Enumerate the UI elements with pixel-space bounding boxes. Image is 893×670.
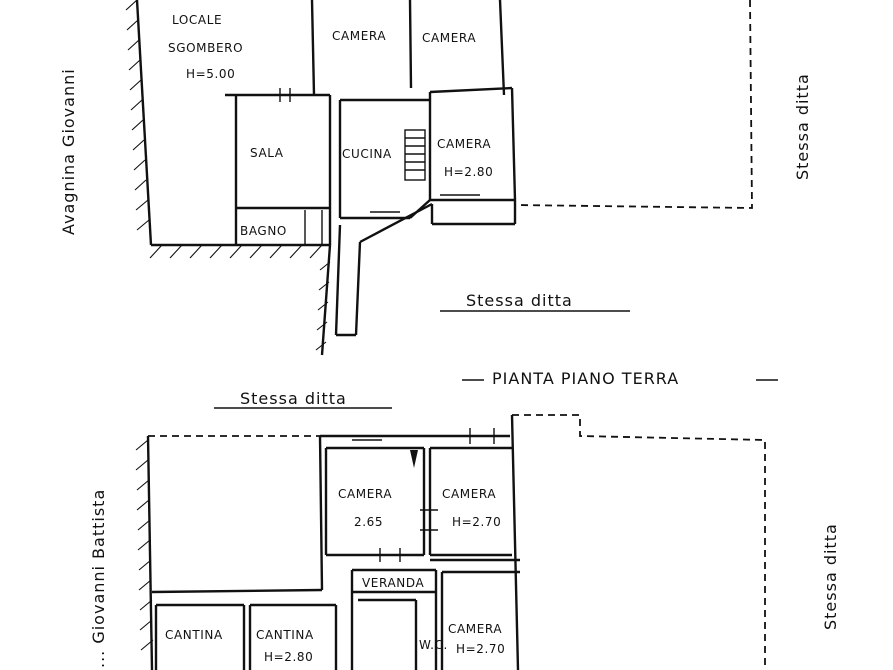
cantina-label-b: CANTINA xyxy=(256,628,314,642)
neighbor-label-right-lower: Stessa ditta xyxy=(821,523,840,630)
neighbor-label-bottom: Stessa ditta xyxy=(466,291,573,310)
sala-label: SALA xyxy=(250,146,284,160)
lower-floor-plan: Stessa ditta ... Giovanni Battista Stess… xyxy=(89,389,840,670)
ground-floor-plan: LOCALE SGOMBERO H=5.00 CAMERA CAMERA SAL… xyxy=(59,0,812,388)
left-hatched-wall xyxy=(125,0,332,356)
camera-label-lower-a: CAMERA xyxy=(338,487,392,501)
camera-lower-b-height: H=2.70 xyxy=(452,515,501,529)
lower-boundary-right xyxy=(512,414,766,670)
bagno-label: BAGNO xyxy=(240,224,287,238)
camera-label-c: CAMERA xyxy=(437,137,491,151)
plan-title: PIANTA PIANO TERRA xyxy=(492,369,679,388)
wc-label: W.C. xyxy=(419,638,448,652)
camera-lower-c-height: H=2.70 xyxy=(456,642,505,656)
street-label-left: Avagnina Giovanni xyxy=(59,68,78,235)
locale-height: H=5.00 xyxy=(186,67,235,81)
cantina-label-a: CANTINA xyxy=(165,628,223,642)
neighbor-label-right: Stessa ditta xyxy=(793,73,812,180)
door-marker xyxy=(410,450,418,468)
ground-floor-walls xyxy=(225,0,517,337)
lower-floor-walls xyxy=(151,414,520,670)
veranda-label: VERANDA xyxy=(362,576,424,590)
neighbor-label-top: Stessa ditta xyxy=(240,389,347,408)
cantina-b-height: H=2.80 xyxy=(264,650,313,664)
locale-label-line1: LOCALE xyxy=(172,13,222,27)
camera-lower-a-height: 2.65 xyxy=(354,515,383,529)
ground-floor-boundary xyxy=(514,0,753,209)
camera-label-lower-b: CAMERA xyxy=(442,487,496,501)
cucina-label: CUCINA xyxy=(342,147,392,161)
camera-label-b: CAMERA xyxy=(422,31,476,45)
street-label-left-lower: ... Giovanni Battista xyxy=(89,489,108,668)
camera-label-a: CAMERA xyxy=(332,29,386,43)
camera-label-lower-c: CAMERA xyxy=(448,622,502,636)
lower-left-hatched-wall xyxy=(135,435,154,670)
ground-floor-labels: LOCALE SGOMBERO H=5.00 CAMERA CAMERA SAL… xyxy=(168,13,493,238)
locale-label-line2: SGOMBERO xyxy=(168,41,243,55)
lower-floor-labels: CAMERA 2.65 CAMERA H=2.70 VERANDA CANTIN… xyxy=(165,487,505,664)
camera-c-height: H=2.80 xyxy=(444,165,493,179)
